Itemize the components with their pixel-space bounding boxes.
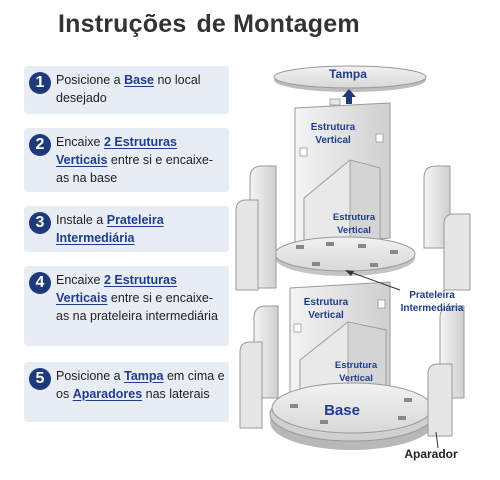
step-segment: Posicione a xyxy=(56,73,125,87)
step-segment: entre si e encaixe-as na prateleira inte… xyxy=(56,291,218,323)
aparador-lower-left xyxy=(239,305,279,429)
lower-structure-label: Estrutura xyxy=(304,297,349,308)
step-highlight: Tampa xyxy=(124,369,164,383)
prateleira-label: Prateleira xyxy=(409,290,455,301)
lower-structure-label: Estrutura xyxy=(335,360,378,371)
step-segment: Encaixe xyxy=(56,135,104,149)
base-label: Base xyxy=(324,402,360,419)
step-highlight: 2 Estruturas Verticais xyxy=(56,135,177,167)
step-segment: nas laterais xyxy=(142,387,210,401)
step-number: 5 xyxy=(29,368,51,390)
up-arrow-icon xyxy=(342,89,356,104)
step-highlight: Aparadores xyxy=(72,387,143,401)
prateleira-disc xyxy=(274,236,416,276)
step-number: 1 xyxy=(29,72,51,94)
step-segment: em cima e os xyxy=(56,369,225,401)
lower-structure-label: Vertical xyxy=(308,310,344,321)
tampa-label: Tampa xyxy=(329,67,367,81)
step-segment: Instale a xyxy=(56,213,107,227)
step-segment: Posicione a xyxy=(56,369,125,383)
page-title: Instruções de Montagem xyxy=(58,10,398,39)
upper-vertical-structure-front xyxy=(303,159,381,253)
step-2: 2 Encaixe 2 Estruturas Verticais entre s… xyxy=(24,128,229,192)
step-highlight: Base xyxy=(124,73,154,87)
step-5: 5 Posicione a Tampa em cima e os Aparado… xyxy=(24,362,229,422)
step-number: 3 xyxy=(29,212,51,234)
title-part2: de Montagem xyxy=(196,10,360,38)
step-text: Posicione a Tampa em cima e os Aparadore… xyxy=(56,367,225,403)
aparador-upper-right xyxy=(423,165,471,291)
step-segment: Encaixe xyxy=(56,273,104,287)
step-1: 1 Posicione a Base no local desejado xyxy=(24,66,229,114)
step-text: Instale a Prateleira Intermediária xyxy=(56,211,225,247)
lower-structure-label: Vertical xyxy=(339,373,373,384)
step-text: Encaixe 2 Estruturas Verticais entre si … xyxy=(56,133,225,187)
title-part1: Instruções xyxy=(58,10,187,38)
step-3: 3 Instale a Prateleira Intermediária xyxy=(24,206,229,252)
upper-structure-label: Vertical xyxy=(315,135,351,146)
step-segment: no local desejado xyxy=(56,73,201,105)
upper-structure-label: Estrutura xyxy=(333,212,376,223)
step-number: 2 xyxy=(29,134,51,156)
aparador-lower-right xyxy=(427,305,465,437)
step-segment: entre si e encaixe-as na base xyxy=(56,153,214,185)
step-text: Posicione a Base no local desejado xyxy=(56,71,225,107)
prateleira-label: Intermediária xyxy=(401,303,464,314)
tampa-disc xyxy=(273,65,427,92)
base-disc xyxy=(269,382,435,450)
upper-structure-label: Vertical xyxy=(337,225,371,236)
aparador-upper-left xyxy=(235,165,277,291)
aparador-label: Aparador xyxy=(404,447,458,461)
prateleira-leader-line xyxy=(345,270,401,291)
step-highlight: Prateleira Intermediária xyxy=(56,213,164,245)
step-text: Encaixe 2 Estruturas Verticais entre si … xyxy=(56,271,225,325)
step-highlight: 2 Estruturas Verticais xyxy=(56,273,177,305)
step-number: 4 xyxy=(29,272,51,294)
upper-structure-label: Estrutura xyxy=(311,122,356,133)
step-4: 4 Encaixe 2 Estruturas Verticais entre s… xyxy=(24,266,229,346)
assembly-diagram: Tampa Estrutura Vertical Estrutura Verti… xyxy=(235,65,471,461)
aparador-leader-line xyxy=(435,431,439,449)
